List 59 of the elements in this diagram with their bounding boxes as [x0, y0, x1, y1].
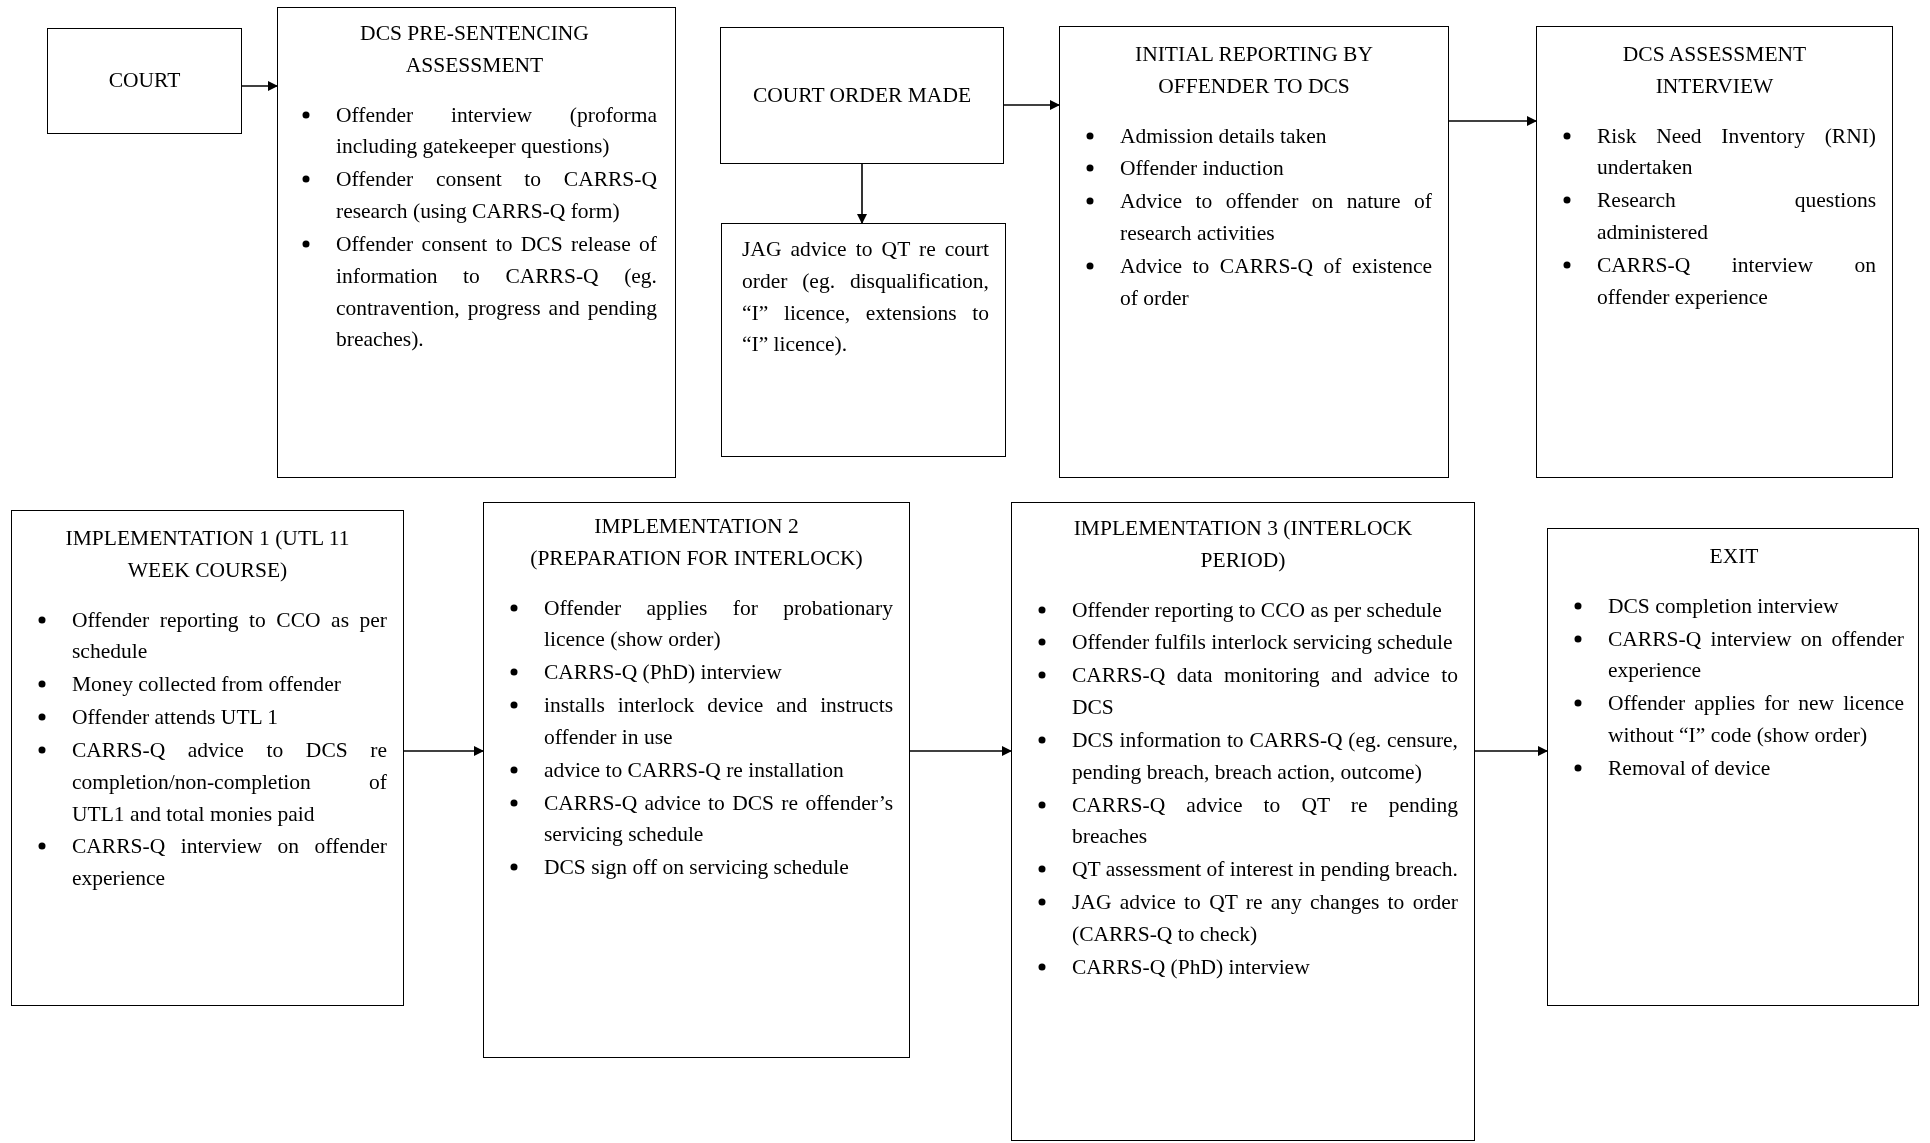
arrow	[1003, 100, 1060, 110]
process-box	[720, 27, 1004, 164]
bullet-item: Advice to offender on nature of research activities	[1120, 189, 1432, 246]
box-heading: DCS PRE-SENTENCING ASSESSMENT	[359, 20, 590, 79]
box-label: COURT	[107, 67, 182, 95]
bullet-item: Money collected from offender	[72, 672, 341, 697]
box-heading: DCS ASSESSMENT INTERVIEW	[1621, 41, 1808, 100]
box-heading: IMPLEMENTATION 2 (PREPARATION FOR INTERLOCK)	[529, 513, 864, 572]
bullet-item: CARRS-Q advice to QT re pending breaches	[1072, 792, 1458, 849]
box-heading: IMPLEMENTATION 1 (UTL 11 WEEK COURSE)	[64, 525, 351, 584]
bullet-item: Offender induction	[1120, 156, 1284, 181]
bullet-item: CARRS-Q advice to DCS re completion/non-completion of UTL1 and total monies paid	[72, 737, 387, 826]
bullet-item: Offender fulfils interlock servicing schedule	[1072, 630, 1453, 655]
bullet-item: Offender reporting to CCO as per schedule	[72, 607, 387, 664]
bullet-item: Offender attends UTL 1	[72, 705, 278, 730]
arrow	[909, 746, 1012, 756]
bullet-item: CARRS-Q interview on offender experience	[1608, 626, 1904, 683]
process-box	[1547, 528, 1919, 1006]
process-box	[483, 502, 910, 1058]
arrow	[857, 163, 867, 224]
bullet-item: CARRS-Q advice to DCS re offender’s servicing schedule	[544, 790, 893, 847]
bullet-item: Offender applies for new licence without “I” code (show order)	[1608, 691, 1904, 748]
bullet-item: DCS information to CARRS-Q (eg. censure, pending breach, breach action, outcome)	[1072, 727, 1458, 784]
bullet-item: Offender consent to CARRS-Q research (using CARRS-Q form)	[336, 167, 657, 224]
process-box	[721, 223, 1006, 457]
bullet-item: CARRS-Q interview on offender experience	[72, 834, 387, 891]
box-text: JAG advice to QT re court order (eg. disqualification, “I” licence, extensions to “I” licence).	[742, 236, 989, 359]
bullet-item: Risk Need Inventory (RNI) undertaken	[1597, 123, 1876, 180]
process-box	[11, 510, 404, 1006]
bullet-item: Advice to CARRS-Q of existence of order	[1120, 253, 1432, 310]
bullet-item: Offender reporting to CCO as per schedule	[1072, 597, 1442, 622]
process-box	[277, 7, 676, 478]
box-heading: INITIAL REPORTING BY OFFENDER TO DCS	[1134, 41, 1374, 100]
bullet-item: QT assessment of interest in pending breach.	[1072, 857, 1458, 882]
bullet-item: CARRS-Q (PhD) interview	[544, 660, 782, 685]
box-heading: IMPLEMENTATION 3 (INTERLOCK PERIOD)	[1072, 515, 1414, 574]
arrow	[241, 81, 278, 91]
bullet-item: Offender interview (proforma including gatekeeper questions)	[336, 102, 657, 159]
bullet-item: Offender applies for probationary licence (show order)	[544, 595, 893, 652]
arrow	[1448, 116, 1537, 126]
bullet-item: Research questions administered	[1597, 188, 1876, 245]
process-box	[1536, 26, 1893, 478]
process-box	[1059, 26, 1449, 478]
bullet-item: DCS sign off on servicing schedule	[544, 855, 849, 880]
box-heading: EXIT	[1708, 543, 1760, 570]
bullet-item: Offender consent to DCS release of information to CARRS-Q (eg. contravention, progress and pending breaches).	[336, 231, 657, 352]
process-box	[1011, 502, 1475, 1141]
bullet-item: CARRS-Q interview on offender experience	[1597, 252, 1876, 309]
bullet-item: CARRS-Q (PhD) interview	[1072, 954, 1310, 979]
bullet-item: JAG advice to QT re any changes to order (CARRS-Q to check)	[1072, 889, 1458, 946]
bullet-item: DCS completion interview	[1608, 593, 1839, 618]
process-box	[47, 28, 242, 134]
arrow	[1474, 746, 1548, 756]
box-label: COURT ORDER MADE	[751, 81, 973, 109]
bullet-item: advice to CARRS-Q re installation	[544, 757, 844, 782]
bullet-item: Removal of device	[1608, 755, 1771, 780]
bullet-item: Admission details taken	[1120, 123, 1327, 148]
arrow	[403, 746, 484, 756]
bullet-item: CARRS-Q data monitoring and advice to DCS	[1072, 663, 1458, 720]
